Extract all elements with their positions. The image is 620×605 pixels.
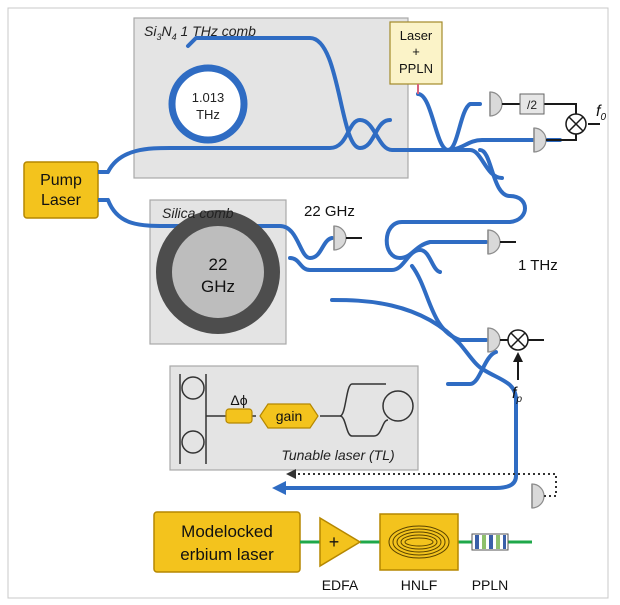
fp-to-modelocked-fiber	[282, 368, 518, 490]
ppln-stripe	[503, 535, 506, 549]
detector-fp	[487, 327, 501, 353]
feedback-dotted-line	[292, 473, 557, 497]
pump-laser-label-2: Laser	[41, 192, 82, 209]
pump-fiber-lower	[106, 198, 334, 260]
tl-loop-mirror	[382, 390, 414, 422]
si3n4-panel-title: Si3N4 1 THz comb	[144, 23, 256, 42]
ppln-stripe	[489, 535, 493, 549]
detector-1thz	[487, 229, 501, 255]
detector-lower	[533, 127, 547, 153]
coupler-to-lower-detector	[446, 138, 562, 152]
silica-ring-label-1: 22	[209, 255, 228, 274]
ppln-label: PPLN	[472, 577, 509, 593]
mixer-cross	[568, 116, 584, 132]
edfa-plus: +	[329, 532, 340, 552]
tl-link-3	[339, 415, 389, 437]
detector-ppln	[531, 483, 545, 509]
label-22ghz: 22 GHz	[304, 203, 355, 220]
si3n4-ring-label-1: 1.013	[192, 90, 225, 105]
tl-to-fp-coupler	[446, 350, 498, 386]
wire-detector-to-mixer	[546, 134, 577, 141]
laser-ppln-box	[389, 21, 443, 85]
si3n4-ring-label-2: THz	[196, 107, 220, 122]
detector-top	[489, 91, 503, 117]
frequency-divider-box	[519, 93, 545, 115]
edfa-amplifier	[319, 516, 362, 568]
modelocked-label-1: Modelocked	[181, 522, 273, 541]
laser-ppln-label-3: PPLN	[399, 61, 433, 76]
coil-loop	[388, 525, 450, 559]
f0-label: f0	[596, 103, 606, 123]
coil-loop	[400, 534, 438, 550]
photodetectors	[333, 91, 547, 509]
fiber-arrowhead	[272, 481, 286, 495]
phase-label: Δϕ	[230, 392, 247, 408]
coil-loop	[392, 528, 446, 556]
gain-section	[259, 403, 319, 429]
pump-laser-label-1: Pump	[40, 172, 82, 189]
ppln-stripes	[475, 535, 506, 549]
coil-loop	[404, 537, 434, 547]
ppln-stripe	[475, 535, 479, 549]
coupler-to-fp-detector	[410, 264, 488, 342]
feedback-arrowhead	[286, 469, 296, 479]
label-1thz: 1 THz	[518, 257, 558, 274]
hnlf-coil	[388, 525, 450, 559]
tunable-laser-title: Tunable laser (TL)	[281, 447, 394, 463]
pump-fiber-upper	[106, 118, 432, 174]
phase-shifter	[225, 408, 253, 424]
mixer-cross	[510, 332, 526, 348]
gain-label: gain	[276, 408, 302, 424]
wire-half-to-mixer	[542, 103, 577, 114]
ppln-stripe	[482, 535, 486, 549]
edfa-label: EDFA	[322, 577, 359, 593]
hnlf-box	[379, 513, 459, 571]
mixer-fp	[507, 329, 529, 351]
silica-panel-title: Silica comb	[162, 205, 234, 221]
hnlf-label: HNLF	[401, 577, 438, 593]
fp-input-arrowhead	[513, 352, 523, 362]
detector-faces	[333, 92, 535, 508]
si3n4-microring	[168, 64, 248, 144]
ppln-stripe	[496, 535, 500, 549]
fiber-network	[106, 36, 562, 490]
tl-ring-lower	[181, 430, 205, 454]
laser-ppln-label-1: Laser	[400, 28, 433, 43]
outer-frame	[7, 7, 609, 599]
detector-22ghz	[333, 225, 347, 251]
coil-loop	[396, 531, 442, 553]
tl-ring-upper	[181, 376, 205, 400]
silica-output-fiber	[288, 248, 442, 274]
modelocked-label-2: erbium laser	[180, 545, 274, 564]
divider-label: /2	[527, 98, 537, 112]
mixer-f0	[565, 113, 587, 135]
pump-laser-box	[23, 161, 99, 219]
fp-label: fp	[512, 385, 522, 405]
silica-microdisk	[156, 210, 280, 334]
laser-ppln-label-2: +	[412, 44, 420, 59]
silica-ring-label-2: GHz	[201, 277, 235, 296]
silica-to-fp-fiber	[330, 298, 486, 372]
